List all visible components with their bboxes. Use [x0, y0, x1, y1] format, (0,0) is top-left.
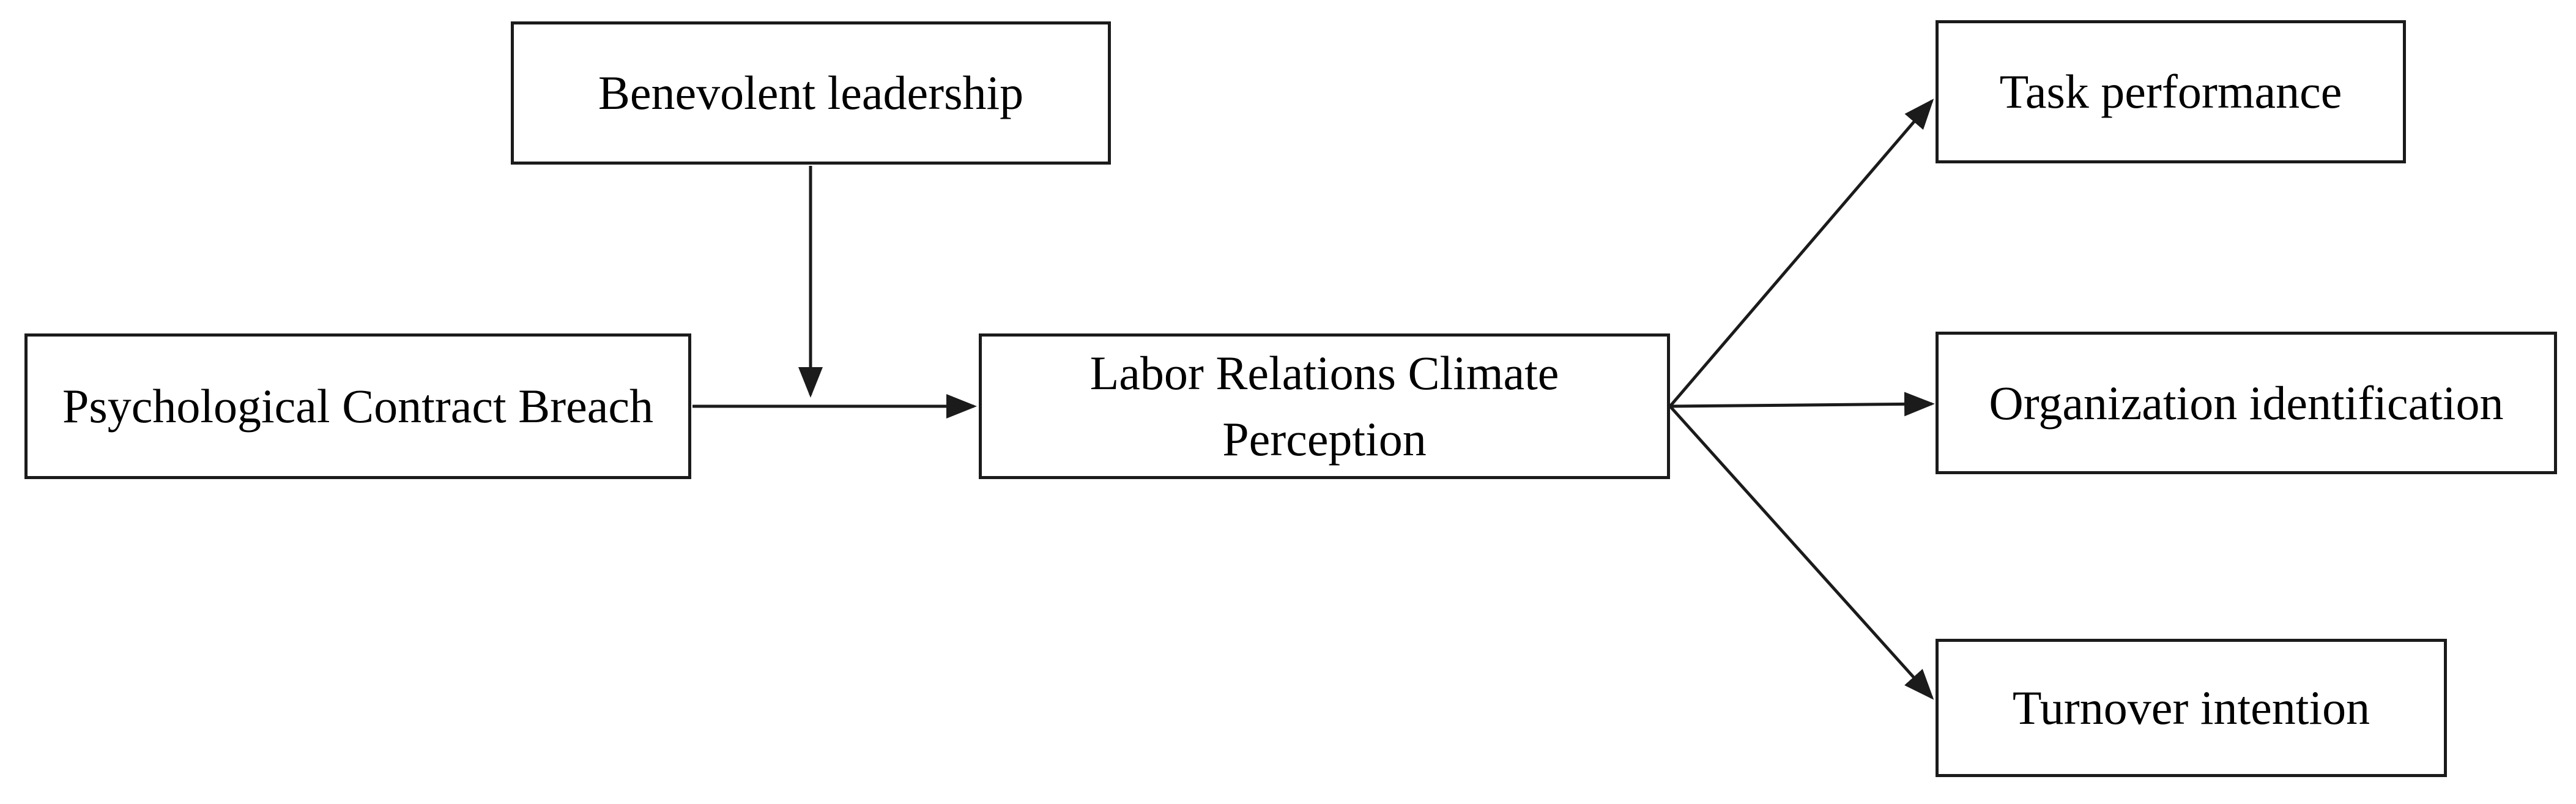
arrow-lrcp-to-task-performance: [1669, 99, 1934, 408]
node-label: Organization identification: [1989, 376, 2504, 430]
node-organization-identification: Organization identification: [1936, 332, 2557, 474]
node-task-performance: Task performance: [1936, 20, 2406, 163]
arrow-lrcp-to-organization-identification: [1669, 392, 1935, 417]
node-labor-relations-climate-perception: Labor Relations Climate Perception: [979, 333, 1670, 479]
node-label: Psychological Contract Breach: [62, 379, 654, 433]
node-psychological-contract-breach: Psychological Contract Breach: [24, 333, 691, 479]
node-label: Labor Relations Climate Perception: [1089, 346, 1559, 466]
node-label: Turnover intention: [2012, 681, 2370, 735]
arrow-lrcp-to-turnover-intention: [1669, 405, 1934, 700]
node-turnover-intention: Turnover intention: [1936, 639, 2447, 777]
node-label: Task performance: [1999, 65, 2342, 119]
node-benevolent-leadership: Benevolent leadership: [511, 21, 1111, 165]
node-label: Benevolent leadership: [598, 66, 1024, 120]
